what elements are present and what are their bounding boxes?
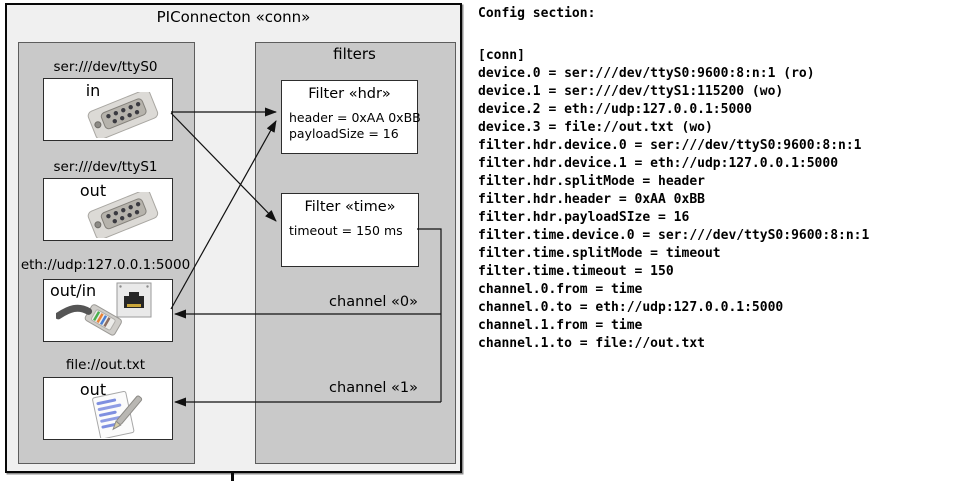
serial-connector-icon	[87, 92, 159, 138]
frame-bottom-tick	[231, 472, 234, 481]
config-line: [conn]	[478, 48, 525, 63]
filter-box-hdr: Filter «hdr» header = 0xAA 0xBB payloadS…	[281, 80, 421, 154]
filter-title: Filter «time»	[304, 199, 396, 215]
config-line: filter.time.timeout = 150	[478, 264, 674, 279]
device-box-ser1: out	[43, 178, 173, 241]
device-box-eth: out/in	[43, 279, 173, 342]
filters-panel-label: filters	[333, 45, 376, 63]
config-line: channel.1.to = file://out.txt	[478, 336, 705, 351]
config-line: filter.hdr.payloadSIze = 16	[478, 210, 690, 225]
config-line: device.3 = file://out.txt (wo)	[478, 120, 713, 135]
filter-title: Filter «hdr»	[308, 86, 391, 102]
device-direction-label: out/in	[50, 281, 97, 300]
notepad-icon	[92, 390, 143, 438]
config-line: filter.time.splitMode = timeout	[478, 246, 721, 261]
device-url-label: ser:///dev/ttyS1	[53, 159, 158, 175]
device-url-label: eth://udp:127.0.0.1:5000	[20, 257, 191, 273]
config-line: filter.hdr.device.0 = ser:///dev/ttyS0:9…	[478, 138, 862, 153]
device-url-label: file://out.txt	[65, 357, 146, 373]
filter-attribute: payloadSize = 16	[289, 126, 399, 141]
channel-0-label: channel «0»	[329, 294, 418, 310]
device-direction-label: in	[85, 81, 101, 100]
config-line: filter.hdr.splitMode = header	[478, 174, 705, 189]
config-line: filter.time.device.0 = ser:///dev/ttyS0:…	[478, 228, 870, 243]
device-direction-label: out	[79, 181, 107, 200]
ethernet-port-icon	[116, 282, 152, 318]
config-line: filter.hdr.header = 0xAA 0xBB	[478, 192, 705, 207]
config-line: device.1 = ser:///dev/ttyS1:115200 (wo)	[478, 84, 784, 99]
filter-attribute: timeout = 150 ms	[289, 223, 403, 238]
config-line: device.0 = ser:///dev/ttyS0:9600:8:n:1 (…	[478, 66, 815, 81]
device-url-label: ser:///dev/ttyS0	[53, 59, 158, 75]
config-line: channel.0.from = time	[478, 282, 643, 297]
ethernet-plug-icon	[56, 304, 122, 336]
device-direction-label: out	[79, 380, 107, 399]
filter-attribute: header = 0xAA 0xBB	[289, 110, 421, 125]
filter-box-time: Filter «time» timeout = 150 ms	[281, 193, 419, 267]
config-lines: [conn] device.0 = ser:///dev/ttyS0:9600:…	[478, 47, 869, 353]
config-section-title: Config section:	[478, 6, 596, 21]
config-line: channel.0.to = eth://udp:127.0.0.1:5000	[478, 300, 784, 315]
config-line: device.2 = eth://udp:127.0.0.1:5000	[478, 102, 752, 117]
diagram-title: PIConnecton «conn»	[156, 8, 311, 26]
device-box-file: out	[43, 377, 173, 440]
config-line: channel.1.from = time	[478, 318, 643, 333]
device-box-ser0: in	[43, 78, 173, 141]
config-line: filter.hdr.device.1 = eth://udp:127.0.0.…	[478, 156, 839, 171]
channel-1-label: channel «1»	[329, 380, 418, 396]
serial-connector-icon	[87, 192, 159, 238]
